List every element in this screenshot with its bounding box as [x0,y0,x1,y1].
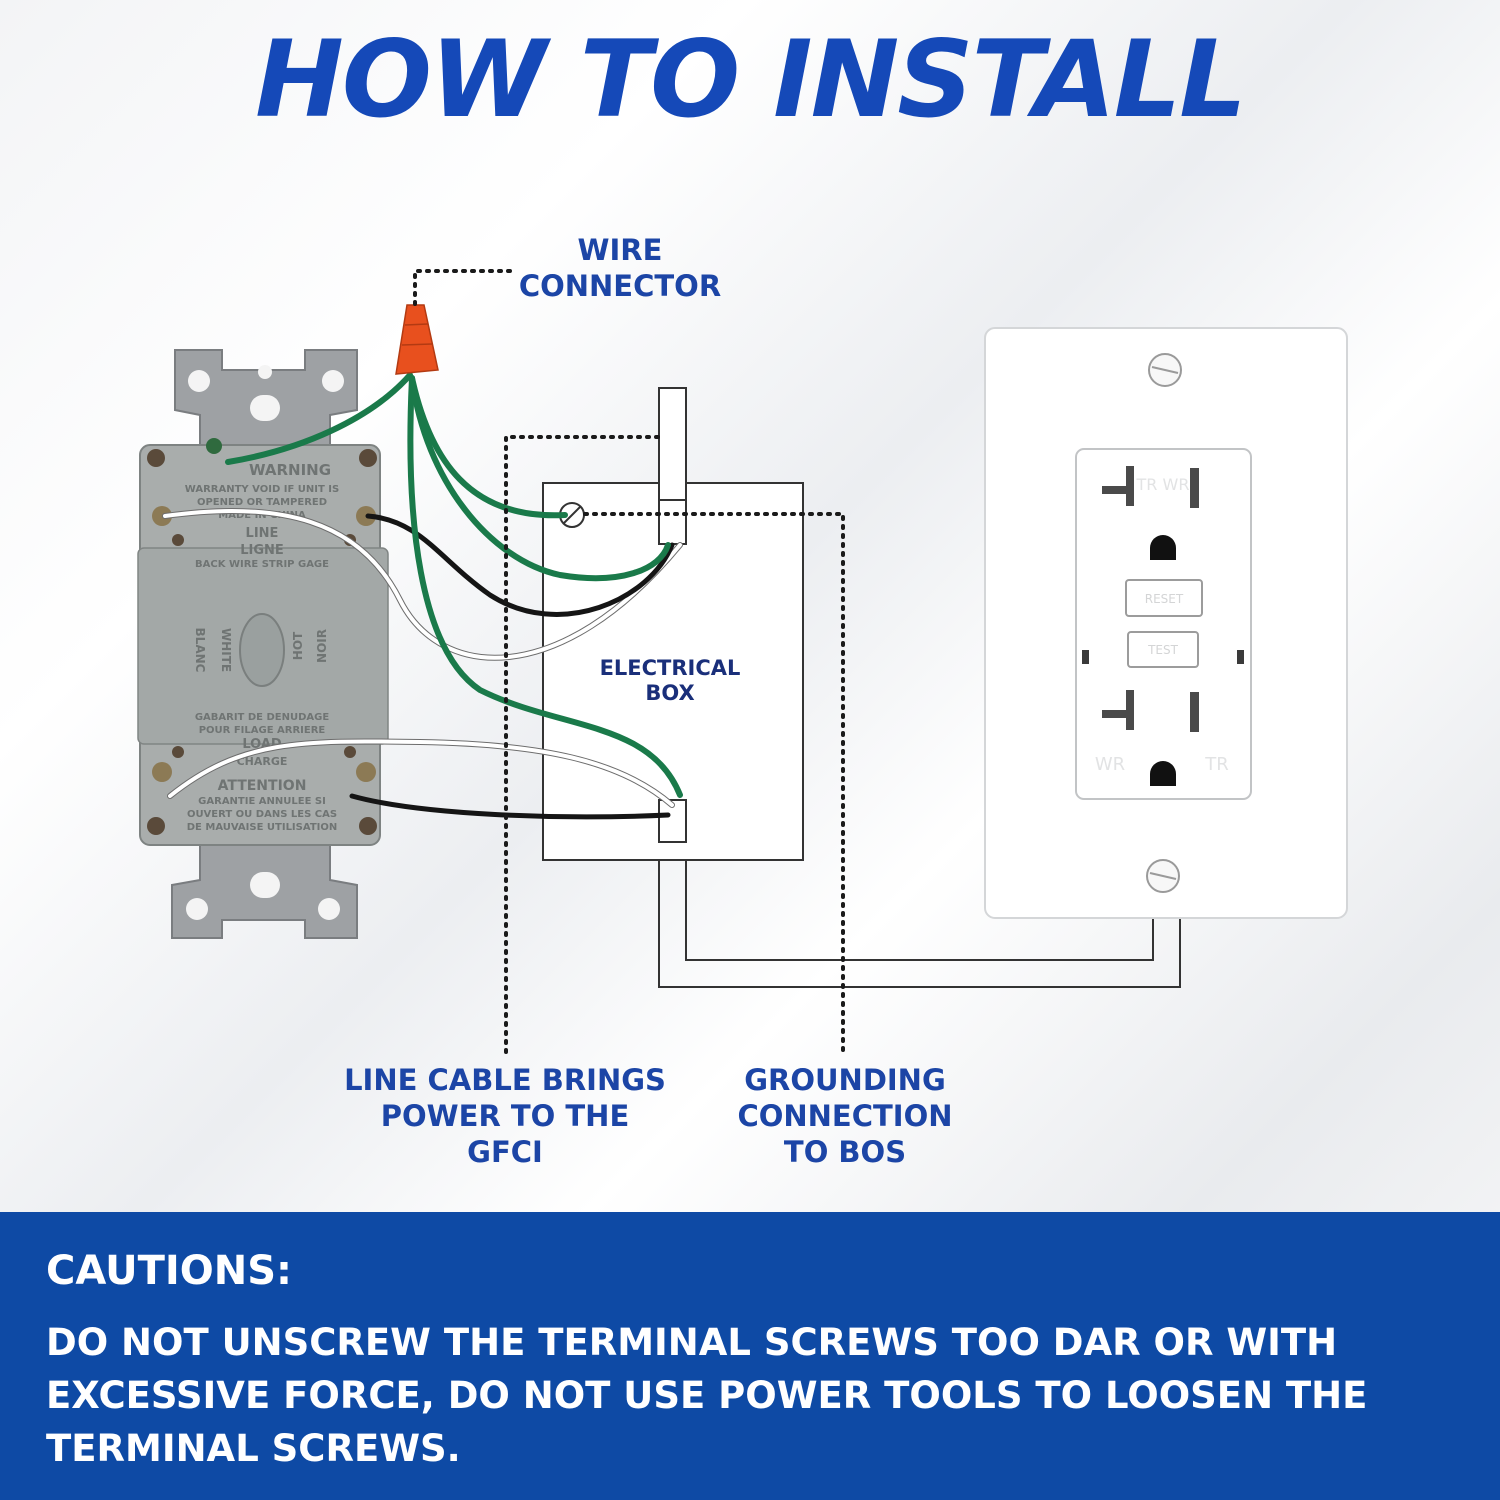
hot-slot-icon [1190,468,1199,508]
device-center-oval [239,613,285,687]
strap-hole [188,370,210,392]
cable-clamp [658,499,687,545]
wire-connector-icon [395,304,439,375]
outlet-cable [658,860,1181,988]
screw-icon [147,817,165,835]
ground-hole-icon [1150,761,1176,786]
cautions-title: CAUTIONS: [46,1248,293,1294]
device-blanc-label: BLANC [193,628,207,673]
device-warning-text: MADE IN CHINA [218,510,306,521]
electrical-box-label: ELECTRICAL BOX [599,656,741,705]
strap-hole [186,898,208,920]
outlet-tr-label: TR [1204,754,1229,775]
neutral-slot-icon [1102,466,1134,506]
screw-icon [172,746,184,758]
gfci-outlet: TR WR RESET TEST WR TR [984,327,1348,919]
device-noir-label: NOIR [315,629,329,663]
indicator-light [1082,650,1089,664]
screw-icon [147,449,165,467]
device-warning-title: WARNING [249,461,331,479]
device-hot-label: HOT [291,631,305,660]
device-strip-gauge: BACK WIRE STRIP GAGE [195,559,329,570]
cable-conduit [658,387,687,501]
outlet-wr-label: WR [1095,754,1125,775]
screw-icon [359,449,377,467]
device-attention-text: GARANTIE ANNULEE SI [198,796,326,807]
terminal-screw-icon [152,762,172,782]
device-gabarit-text: GABARIT DE DENUDAGE [195,712,330,723]
screw-icon [344,746,356,758]
device-warning-text: WARRANTY VOID IF UNIT IS [185,484,339,495]
electrical-box [542,387,804,861]
device-warning-text: OPENED OR TAMPERED [197,497,327,508]
device-gabarit-text: POUR FILAGE ARRIERE [199,725,326,736]
device-attention-text: OUVERT OU DANS LES CAS [187,809,337,820]
strap-hole [250,872,280,898]
strap-hole [318,898,340,920]
line-cable-label: LINE CABLE BRINGS POWER TO THE GFCI [344,1063,666,1169]
ground-screw-icon [206,438,222,454]
outlet-tr-wr-label: TR WR [1136,475,1190,494]
wire-connector-label: WIRE CONNECTOR [518,233,722,303]
terminal-screw-icon [356,762,376,782]
test-button[interactable] [1127,631,1199,668]
leader-lines [413,269,845,1057]
cautions-banner: CAUTIONS: DO NOT UNSCREW THE TERMINAL SC… [0,1212,1500,1500]
strap-hole [250,395,280,421]
wires [162,372,683,820]
neutral-slot-icon [1102,690,1134,730]
wiring-diagram: WARNING WARRANTY VOID IF UNIT IS OPENED … [137,269,1348,1057]
device-ligne-label: LIGNE [240,543,284,558]
page-title: HOW TO INSTALL [255,18,1247,141]
grounding-label: GROUNDING CONNECTION TO BOS [737,1063,953,1169]
device-attention-title: ATTENTION [218,778,307,794]
strap-hole [258,365,272,379]
reset-button[interactable] [1125,579,1203,617]
cautions-text: DO NOT UNSCREW THE TERMINAL SCREWS TOO D… [46,1321,1368,1470]
indicator-light [1237,650,1244,664]
device-white-label: WHITE [219,628,233,672]
reset-button-label: RESET [1145,592,1184,606]
hot-slot-icon [1190,692,1199,732]
strap-hole [322,370,344,392]
test-button-label: TEST [1147,643,1179,657]
screw-icon [359,817,377,835]
outlet-face [1075,448,1252,800]
device-charge-label: CHARGE [237,755,288,768]
gfci-device: WARNING WARRANTY VOID IF UNIT IS OPENED … [137,349,389,939]
device-attention-text: DE MAUVAISE UTILISATION [187,822,337,833]
device-line-label: LINE [246,526,279,541]
ground-hole-icon [1150,535,1176,560]
screw-icon [172,534,184,546]
